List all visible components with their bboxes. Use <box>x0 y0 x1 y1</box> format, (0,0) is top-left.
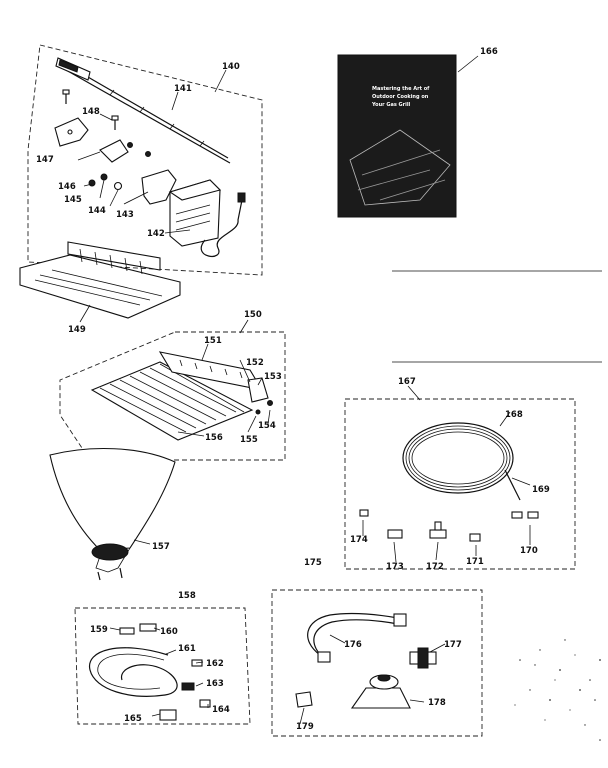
gas-hose-176-outer <box>313 619 399 661</box>
spit-rod-141-shaft-lower <box>65 69 231 164</box>
regulator-kit-group <box>271 589 483 737</box>
fitting-170a <box>511 511 523 519</box>
burner-end-153 <box>247 377 269 403</box>
callout-140: 140 <box>222 62 240 72</box>
motor-cord <box>200 199 243 257</box>
igniter-button-165 <box>159 709 177 721</box>
callout-175: 175 <box>304 558 322 568</box>
fitting-173 <box>387 529 403 539</box>
cooking-booklet-166: Mastering the Art of Outdoor Cooking on … <box>337 54 457 218</box>
booklet-title-line-2: Outdoor Cooking on <box>372 94 429 100</box>
igniter-wire-inner <box>97 653 165 690</box>
spit-handle-grip <box>58 59 79 73</box>
callout-144: 144 <box>88 206 106 216</box>
regulator-178 <box>350 674 411 709</box>
booklet-grill-image <box>349 129 451 206</box>
tee-fitting-172 <box>429 521 447 539</box>
hose-fitting-left <box>317 651 331 663</box>
callout-150: 150 <box>244 310 262 320</box>
warming-rack-149 <box>19 241 181 319</box>
callout-leaders <box>77 55 531 725</box>
callout-143: 143 <box>116 210 134 220</box>
booklet-title-line-3: Your Gas Grill <box>371 102 411 108</box>
gas-hose-176 <box>307 612 399 656</box>
booklet-title-line-1: Mastering the Art of <box>372 86 430 92</box>
callout-173: 173 <box>386 562 404 572</box>
callout-141: 141 <box>174 84 192 94</box>
rotisserie-kit-group <box>27 44 263 276</box>
hose-fitting-right <box>393 613 407 627</box>
callout-178: 178 <box>428 698 446 708</box>
callout-177: 177 <box>444 640 462 650</box>
burner-tube-ports <box>179 359 243 379</box>
callout-164: 164 <box>212 705 230 715</box>
callout-176: 176 <box>344 640 362 650</box>
electrode-159 <box>119 627 135 635</box>
igniter-kit-outline <box>74 607 251 725</box>
rotisserie-kit-outline <box>27 44 263 276</box>
spit-rod-ridges <box>109 89 205 147</box>
callout-169: 169 <box>532 485 550 495</box>
booklet-grill-grates <box>357 149 446 201</box>
callout-154: 154 <box>258 421 276 431</box>
motor-plug <box>237 192 246 203</box>
bracket-147 <box>54 117 129 163</box>
callout-151: 151 <box>204 336 222 346</box>
regulator-kit-outline <box>271 589 483 737</box>
callout-163: 163 <box>206 679 224 689</box>
fitting-171 <box>469 533 481 542</box>
gas-hose-kit-group <box>344 398 576 570</box>
callout-160: 160 <box>160 627 178 637</box>
gas-hose-kit-outline <box>344 398 576 570</box>
callout-165: 165 <box>124 714 142 724</box>
callout-161: 161 <box>178 644 196 654</box>
scan-noise <box>514 639 601 741</box>
screw-154 <box>267 400 273 406</box>
cap-179 <box>295 691 313 708</box>
callout-155: 155 <box>240 435 258 445</box>
booklet-cover <box>337 54 457 218</box>
callout-158: 158 <box>178 591 196 601</box>
motor-bracket-143 <box>141 169 177 205</box>
callout-147: 147 <box>36 155 54 165</box>
callout-174: 174 <box>350 535 368 545</box>
callout-156: 156 <box>205 433 223 443</box>
grate-bars <box>99 363 245 433</box>
callout-168: 168 <box>505 410 523 420</box>
callout-152: 152 <box>246 358 264 368</box>
callout-166: 166 <box>480 47 498 57</box>
copper-tubing-168 <box>402 422 514 494</box>
electrode-160 <box>139 623 157 632</box>
callout-149: 149 <box>68 325 86 335</box>
callout-179: 179 <box>296 722 314 732</box>
callout-142: 142 <box>147 229 165 239</box>
callout-numbers: 140 141 142 143 144 145 146 147 148 149 … <box>36 47 550 732</box>
callout-146: 146 <box>58 182 76 192</box>
igniter-connector-163 <box>181 682 195 691</box>
callout-159: 159 <box>90 625 108 635</box>
callout-171: 171 <box>466 557 484 567</box>
callout-153: 153 <box>264 372 282 382</box>
screw-148 <box>62 89 119 130</box>
rotisserie-motor-142 <box>168 179 222 247</box>
fitting-174 <box>359 509 369 517</box>
callout-170: 170 <box>520 546 538 556</box>
callout-172: 172 <box>426 562 444 572</box>
spit-rod-141 <box>61 61 229 159</box>
callout-157: 157 <box>152 542 170 552</box>
callout-162: 162 <box>206 659 224 669</box>
igniter-wire-161 <box>89 647 178 697</box>
screw-155 <box>255 409 261 415</box>
callout-167: 167 <box>398 377 416 387</box>
cooking-grate-156 <box>90 361 254 441</box>
igniter-clip-164 <box>199 699 211 708</box>
callout-145: 145 <box>64 195 82 205</box>
regulator-valve-177 <box>409 647 437 669</box>
grill-cover-157 <box>49 447 176 581</box>
fitting-170b <box>527 511 539 519</box>
callout-148: 148 <box>82 107 100 117</box>
tube-end-169 <box>504 469 521 501</box>
